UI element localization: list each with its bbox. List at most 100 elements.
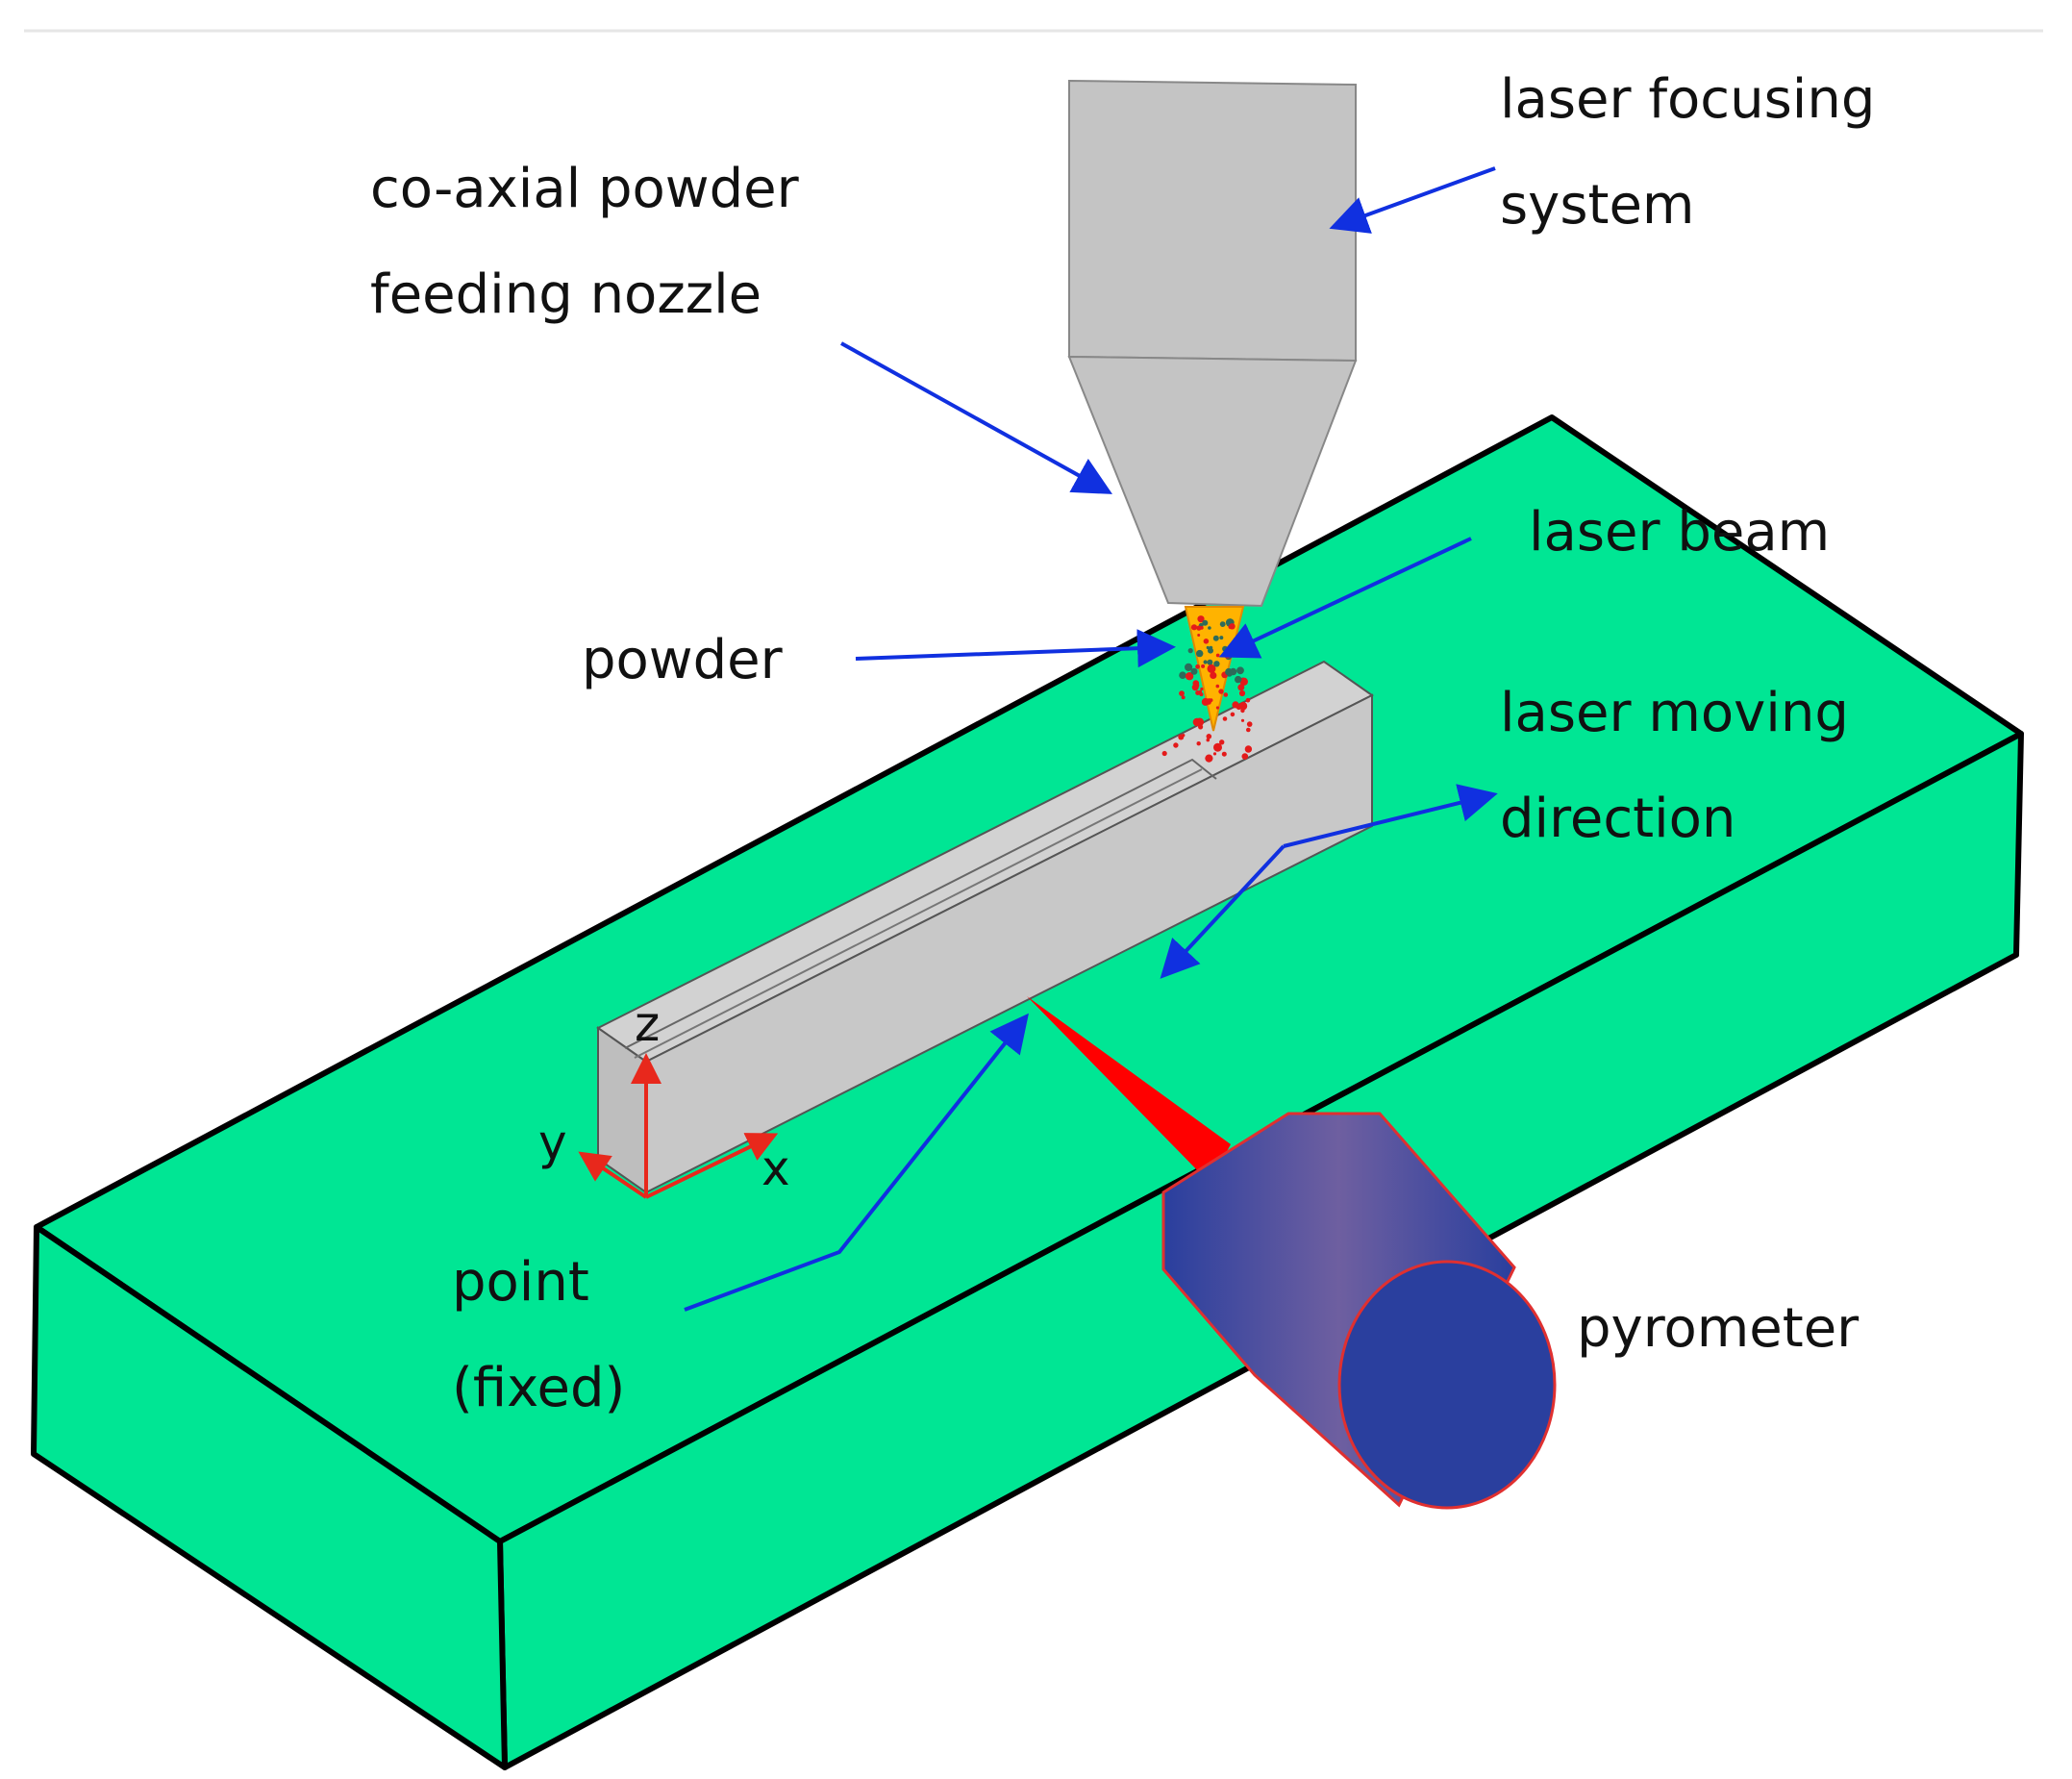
powder-particle xyxy=(1205,754,1213,763)
deposited-part xyxy=(596,660,1374,1194)
powder-particle xyxy=(1223,692,1229,697)
powder-particle xyxy=(1206,645,1210,650)
pyrometer-lens xyxy=(1337,1260,1557,1510)
powder-particle xyxy=(1213,742,1222,752)
label-pyrometer: pyrometer xyxy=(1577,1297,1860,1360)
powder-particle xyxy=(1202,619,1209,626)
powder-particle xyxy=(1219,739,1225,745)
powder-particle xyxy=(1206,738,1211,742)
powder-particle xyxy=(1219,636,1224,640)
nozzle-cone xyxy=(1067,355,1358,608)
arrow-moving-down xyxy=(1160,844,1286,979)
powder-particle xyxy=(1196,741,1201,746)
part-groove-line xyxy=(624,758,1217,1049)
powder-particle xyxy=(1239,677,1249,686)
powder-particle xyxy=(1195,664,1200,669)
part-groove-line-2 xyxy=(634,768,1203,1059)
powder-particle xyxy=(1193,683,1200,689)
powder-particle xyxy=(1185,663,1193,672)
powder-particle xyxy=(1245,697,1251,703)
powder-particle xyxy=(1187,648,1193,654)
powder-particle xyxy=(1210,671,1217,680)
powder-particle xyxy=(1179,690,1185,696)
powder-particle xyxy=(1244,745,1253,753)
label-laser-focusing-line2: system xyxy=(1500,174,1694,237)
powder-particle xyxy=(1229,667,1237,676)
powder-particle xyxy=(1213,661,1220,667)
x-axis xyxy=(645,1133,779,1199)
powder-particle xyxy=(1209,645,1213,650)
powder-particle xyxy=(1178,734,1185,740)
powder-particle xyxy=(1240,718,1245,722)
powder-particle xyxy=(1222,716,1228,721)
powder-particle xyxy=(1181,695,1186,700)
arrow-moving-up xyxy=(1283,784,1498,848)
powder-particle xyxy=(1237,684,1245,691)
arrow-nozzle xyxy=(840,341,1112,494)
powder-particle xyxy=(1233,637,1239,643)
powder-particle xyxy=(1229,623,1236,630)
powder-particle xyxy=(1221,751,1227,757)
arrow-point xyxy=(684,1013,1029,1312)
arrow-powder xyxy=(855,629,1176,668)
powder-particle xyxy=(1246,721,1253,727)
powder-particle xyxy=(1232,701,1239,709)
powder-particle xyxy=(1238,701,1248,711)
label-point-line2: (fixed) xyxy=(452,1357,625,1419)
coordinate-axes: z y x xyxy=(538,996,790,1199)
powder-particle xyxy=(1190,624,1198,631)
powder-particle xyxy=(1235,675,1242,684)
powder-particle xyxy=(1201,697,1210,706)
label-nozzle-line1: co-axial powder xyxy=(370,158,800,220)
powder-particle xyxy=(1203,660,1208,664)
powder-particle xyxy=(1196,625,1202,631)
labels: laser focusing system co-axial powder fe… xyxy=(370,68,1875,1419)
powder-particle xyxy=(1206,734,1212,739)
powder-particle xyxy=(1230,712,1236,717)
powder-particle xyxy=(1190,667,1198,675)
z-axis-label: z xyxy=(635,996,660,1052)
substrate-left-face xyxy=(31,1224,508,1770)
powder-particle xyxy=(1241,753,1249,760)
y-axis-label: y xyxy=(538,1115,567,1170)
powder-particle xyxy=(1207,659,1213,665)
arrow-laser-beam xyxy=(1218,537,1472,659)
powder-particle xyxy=(1215,706,1219,710)
label-laser-focusing-line1: laser focusing xyxy=(1500,68,1875,131)
powder-particle xyxy=(1192,717,1202,727)
powder-particle xyxy=(1215,653,1220,658)
powder-particle xyxy=(1197,634,1201,637)
nozzle-upper-body xyxy=(1068,79,1357,363)
powder-particle xyxy=(1196,649,1204,658)
powder-particle xyxy=(1238,689,1246,697)
powder-particle xyxy=(1215,684,1220,689)
powder-particle xyxy=(1179,671,1186,679)
powder-particle xyxy=(1185,672,1194,681)
pyrometer-sight-beam xyxy=(1027,996,1231,1183)
powder-particle xyxy=(1212,635,1219,641)
powder-particle xyxy=(1219,621,1226,627)
y-axis xyxy=(578,1151,648,1199)
arrow-laser-focusing xyxy=(1329,166,1496,234)
laser-focusing-system xyxy=(1067,79,1358,608)
powder-particle xyxy=(1161,750,1167,757)
powder-particle xyxy=(1200,687,1204,691)
powder-particle xyxy=(1195,690,1201,695)
powder-particles xyxy=(1161,615,1253,763)
powder-particle xyxy=(1173,742,1179,748)
powder-particle xyxy=(1246,727,1251,733)
leader-arrows xyxy=(684,166,1498,1312)
label-moving-line1: laser moving xyxy=(1500,682,1849,744)
substrate-block xyxy=(31,414,2024,1770)
powder-particle xyxy=(1218,689,1224,694)
powder-particle xyxy=(1199,692,1204,697)
powder-particle xyxy=(1203,639,1210,644)
powder-particle xyxy=(1212,752,1217,756)
powder-particle xyxy=(1208,647,1213,654)
powder-particle xyxy=(1208,626,1211,630)
label-nozzle-line2: feeding nozzle xyxy=(370,263,761,326)
powder-particle xyxy=(1201,664,1206,668)
label-powder: powder xyxy=(582,629,784,691)
powder-particle xyxy=(1222,645,1229,652)
